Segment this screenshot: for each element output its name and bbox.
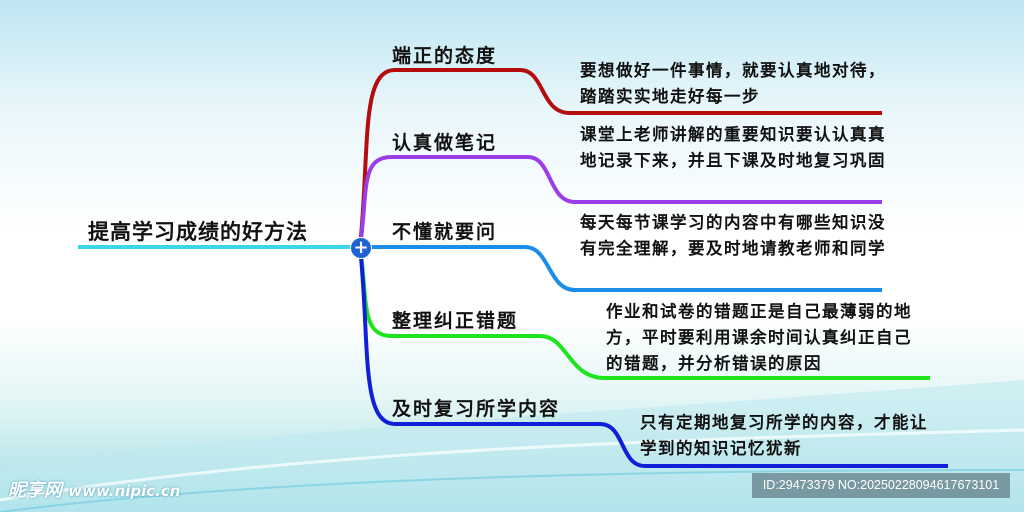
plus-icon[interactable]: + [350,237,372,259]
branch-label-3[interactable]: 不懂就要问 [392,221,498,243]
root-topic[interactable]: 提高学习成绩的好方法 [88,220,308,244]
branch-desc-5: 只有定期地复习所学的内容，才能让学到的知识记忆犹新 [640,413,928,458]
watermark: 昵享网 www.nipic.cn [8,476,180,502]
watermark-url: www.nipic.cn [68,482,181,500]
branch-line-1 [358,68,882,248]
branch-label-5[interactable]: 及时复习所学内容 [392,398,561,420]
branch-line-2 [358,155,882,248]
branch-desc-3: 每天每节课学习的内容中有哪些知识没有完全理解，要及时地请教老师和同学 [580,213,886,258]
watermark-logo: 昵享网 [8,480,62,501]
branch-line-5 [358,246,948,468]
branch-label-2[interactable]: 认真做笔记 [392,132,498,154]
branch-label-1[interactable]: 端正的态度 [392,45,498,67]
id-bar: ID:29473379 NO:20250228094617673101 [752,473,1010,498]
branch-desc-4: 作业和试卷的错题正是自己最薄弱的地方，平时要利用课余时间认真纠正自己的错题，并分… [606,302,912,373]
branch-desc-2: 课堂上老师讲解的重要知识要认认真真地记录下来，并且下课及时地复习巩固 [580,125,886,170]
branch-label-4[interactable]: 整理纠正错题 [392,310,519,332]
branch-line-3 [360,245,882,292]
branch-desc-1: 要想做好一件事情，就要认真地对待，踏踏实实地走好每一步 [580,61,886,106]
